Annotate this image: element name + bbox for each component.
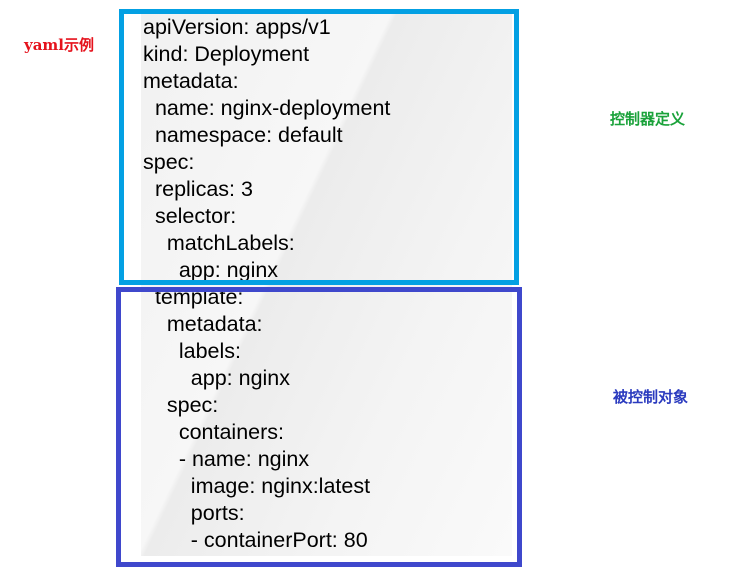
code-line: - name: nginx [143, 447, 310, 471]
controlled-object-label: 被控制对象 [613, 388, 689, 406]
code-line: - containerPort: 80 [143, 528, 368, 552]
code-line: kind: Deployment [143, 42, 310, 66]
code-line: replicas: 3 [143, 177, 253, 201]
code-line: spec: [143, 393, 219, 417]
code-line: metadata: [143, 312, 263, 336]
code-line: ports: [143, 501, 245, 525]
yaml-example-label: yaml示例 [24, 36, 95, 54]
controller-definition-highlight-box [119, 9, 519, 285]
code-background [141, 14, 512, 556]
code-line: matchLabels: [143, 231, 295, 255]
code-line: labels: [143, 339, 241, 363]
code-line: image: nginx:latest [143, 474, 371, 498]
code-line: apiVersion: apps/v1 [143, 15, 331, 39]
code-line: spec: [143, 150, 195, 174]
yaml-code-block: apiVersion: apps/v1 kind: Deployment met… [143, 14, 390, 554]
code-line: namespace: default [143, 123, 343, 147]
controlled-object-highlight-box [116, 287, 522, 567]
controller-definition-label: 控制器定义 [610, 110, 686, 128]
code-line: selector: [143, 204, 237, 228]
code-line: app: nginx [143, 366, 291, 390]
code-line: app: nginx [143, 258, 279, 282]
code-line: containers: [143, 420, 285, 444]
code-line: metadata: [143, 69, 239, 93]
code-line: name: nginx-deployment [143, 96, 391, 120]
